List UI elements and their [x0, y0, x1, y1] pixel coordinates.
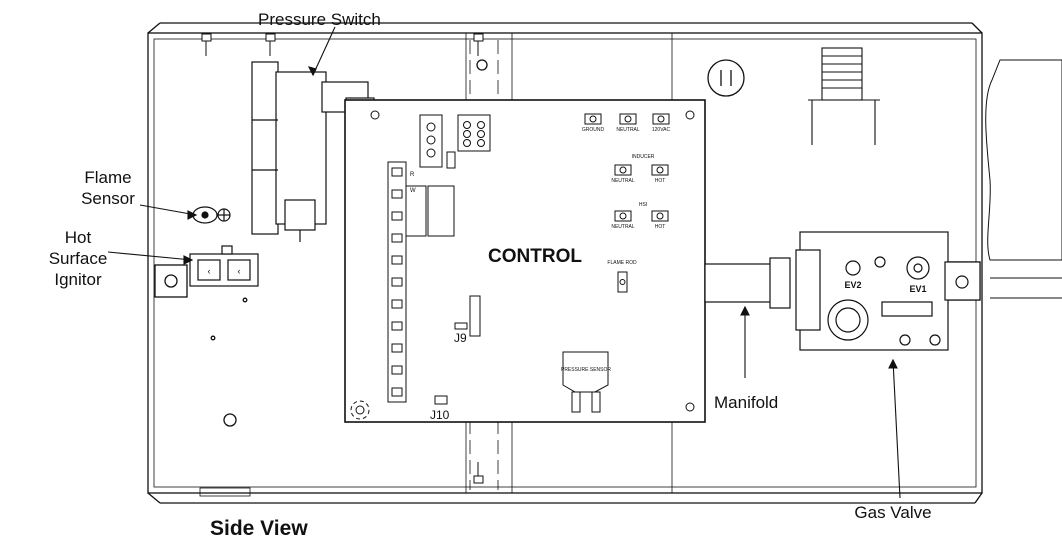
ev2-label: EV2 — [844, 280, 861, 290]
inducer-hot-label: HOT — [655, 178, 666, 184]
flame-rod-connector: FLAME ROD — [607, 260, 637, 293]
hot-surface-ignitor: ‹ ‹ — [189, 245, 259, 287]
hsi-label-line3: Ignitor — [54, 270, 102, 289]
gas-valve: EV2 EV1 — [795, 231, 949, 351]
inducer-terminals: INDUCER NEUTRAL HOT — [611, 154, 669, 184]
pressure-sensor: PRESSURE SENSOR — [561, 351, 611, 413]
terminal-w-label: W — [410, 188, 416, 194]
control-title: CONTROL — [488, 246, 582, 267]
pressure-switch-label: Pressure Switch — [258, 10, 381, 29]
hsi-neutral-label: NEUTRAL — [611, 224, 635, 230]
control-board: R W GROUND NEUTRAL 120VAC INDUCER NEUTRA… — [344, 99, 706, 423]
flame-rod-label: FLAME ROD — [607, 260, 637, 266]
hsi-hot-label: HOT — [655, 224, 666, 230]
flame-sensor-label-line1: Flame — [84, 168, 131, 187]
flame-sensor — [192, 206, 231, 224]
ev1-label: EV1 — [909, 284, 926, 294]
hsi-terminals: HSI NEUTRAL HOT — [611, 202, 669, 230]
svg-text:‹: ‹ — [238, 266, 241, 276]
flame-sensor-label-line2: Sensor — [81, 189, 135, 208]
j10-label: J10 — [430, 408, 450, 422]
inducer-neutral-label: NEUTRAL — [611, 178, 635, 184]
right-mounting-tab — [944, 261, 981, 301]
terminal-neutral-label: NEUTRAL — [616, 127, 640, 133]
terminal-ground-label: GROUND — [582, 127, 605, 133]
hsi-label-line1: Hot — [65, 228, 92, 247]
diagram-title: Side View — [210, 517, 308, 540]
pressure-switch — [251, 61, 375, 242]
manifold-label: Manifold — [714, 393, 778, 412]
transformer — [808, 47, 880, 145]
hsi-label-line2: Surface — [49, 249, 108, 268]
svg-text:‹: ‹ — [208, 266, 211, 276]
terminal-120vac-label: 120VAC — [652, 127, 671, 133]
leader-lines — [107, 26, 901, 499]
inducer-label: INDUCER — [632, 154, 655, 160]
pressure-sensor-label: PRESSURE SENSOR — [561, 367, 611, 373]
wire-harness — [985, 59, 1062, 299]
j9-label: J9 — [454, 331, 467, 345]
terminal-r-label: R — [410, 172, 415, 178]
screws — [201, 33, 484, 484]
hsi-terminal-label: HSI — [639, 202, 647, 208]
gas-valve-label: Gas Valve — [854, 503, 931, 522]
line-terminals: GROUND NEUTRAL 120VAC — [582, 113, 671, 133]
manifold-pipe — [704, 257, 791, 309]
